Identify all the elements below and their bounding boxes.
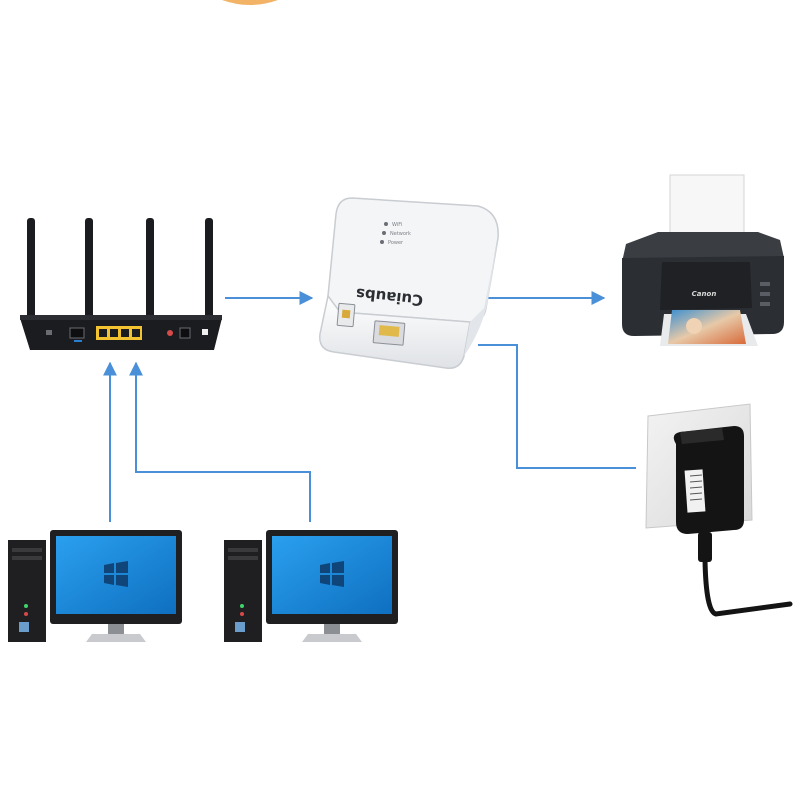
top-decoration xyxy=(222,0,278,5)
printer-button-3 xyxy=(760,302,770,306)
power-adapter-top xyxy=(680,428,724,444)
power-cable-strain-relief xyxy=(698,532,712,562)
router-lan-port-3 xyxy=(121,329,129,337)
right-tower-led-2 xyxy=(240,612,244,616)
printer-button-1 xyxy=(760,282,770,286)
ethernet-port-contacts xyxy=(378,325,400,337)
left-monitor-stand xyxy=(86,634,146,642)
right-monitor-stand xyxy=(302,634,362,642)
indicator-power-label: Power xyxy=(388,240,404,246)
computer-right xyxy=(224,530,398,642)
left-tower-drive-1 xyxy=(12,548,42,552)
print-server-side xyxy=(464,238,498,356)
print-server: WiFi Network Power Cuiaubs xyxy=(319,197,499,369)
power-adapter xyxy=(645,403,793,617)
label-line-4 xyxy=(689,492,703,495)
router-power-led xyxy=(167,330,173,336)
right-tower-drive-2 xyxy=(228,556,258,560)
connector-server-to-adapter xyxy=(478,344,636,469)
router-switch xyxy=(202,329,208,335)
left-tower-logo xyxy=(19,622,29,632)
printer-top xyxy=(622,232,784,262)
connectors xyxy=(103,291,636,522)
printer-brand: Canon xyxy=(692,290,717,298)
router-antenna-4 xyxy=(205,218,213,318)
printer: Canon xyxy=(622,174,784,346)
router-wan-port xyxy=(69,327,85,339)
router xyxy=(20,218,222,350)
router-lan-port-1 xyxy=(99,329,107,337)
indicator-network-label: Network xyxy=(390,231,411,237)
left-windows-logo xyxy=(104,561,128,587)
router-lan-ports xyxy=(96,326,142,340)
connector-right-pc-to-router xyxy=(129,361,311,522)
indicator-power-led xyxy=(380,240,384,244)
printer-button-2 xyxy=(760,292,770,296)
right-tower-drive-1 xyxy=(228,548,258,552)
router-wan-led xyxy=(74,340,82,342)
left-tower-led-2 xyxy=(24,612,28,616)
left-tower-drive-2 xyxy=(12,556,42,560)
router-antenna-3 xyxy=(146,218,154,318)
router-power-jack xyxy=(179,327,191,339)
label-line-1 xyxy=(689,474,703,477)
usb-port-inner xyxy=(341,309,351,319)
router-top-edge xyxy=(20,315,222,320)
printed-photo xyxy=(668,310,746,344)
left-monitor-neck xyxy=(108,624,124,634)
right-windows-logo xyxy=(320,561,344,587)
router-lan-port-4 xyxy=(132,329,140,337)
indicator-network-led xyxy=(382,231,386,235)
power-adapter-label xyxy=(684,469,706,513)
label-line-5 xyxy=(689,498,703,501)
indicator-wifi-led xyxy=(384,222,388,226)
router-lan-port-2 xyxy=(110,329,118,337)
router-antenna-2 xyxy=(85,218,93,318)
right-monitor-neck xyxy=(324,624,340,634)
photo-face xyxy=(686,318,702,334)
power-cable xyxy=(702,557,793,617)
label-line-3 xyxy=(689,486,703,489)
router-antenna-1 xyxy=(27,218,35,318)
printer-front-panel xyxy=(660,262,752,310)
label-line-2 xyxy=(689,480,703,483)
indicator-wifi-label: WiFi xyxy=(392,222,402,228)
computer-left xyxy=(8,530,182,642)
right-tower-logo xyxy=(235,622,245,632)
router-button xyxy=(46,330,52,335)
left-tower-led-1 xyxy=(24,604,28,608)
right-tower-led-1 xyxy=(240,604,244,608)
